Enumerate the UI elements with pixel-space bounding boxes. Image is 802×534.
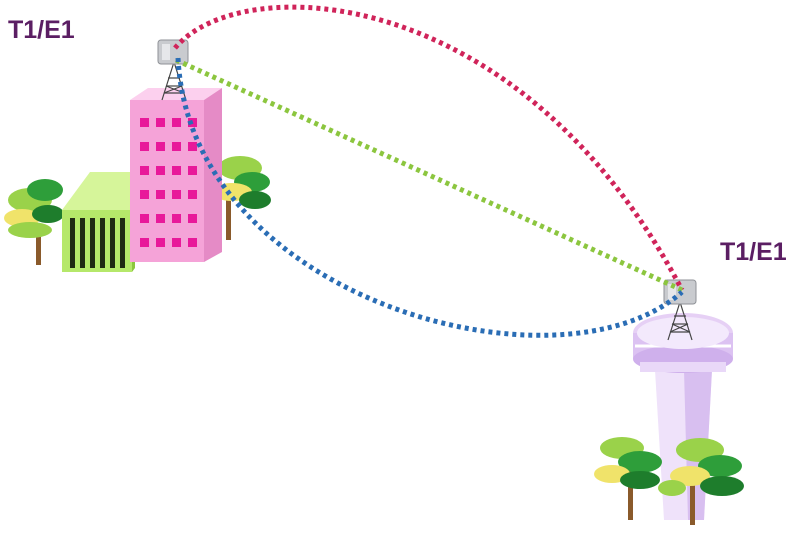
site-label-right: T1/E1 [720,238,787,266]
link-top [173,4,685,292]
office-building-icon [130,88,222,262]
microwave-links [173,4,685,338]
tree-icon [658,438,744,525]
tree-icon [4,179,64,265]
site-label-left: T1/E1 [8,16,75,44]
tree-icon [594,437,662,520]
right-trees [594,437,744,525]
link-bottom [175,57,684,338]
annex-building-icon [62,172,135,272]
